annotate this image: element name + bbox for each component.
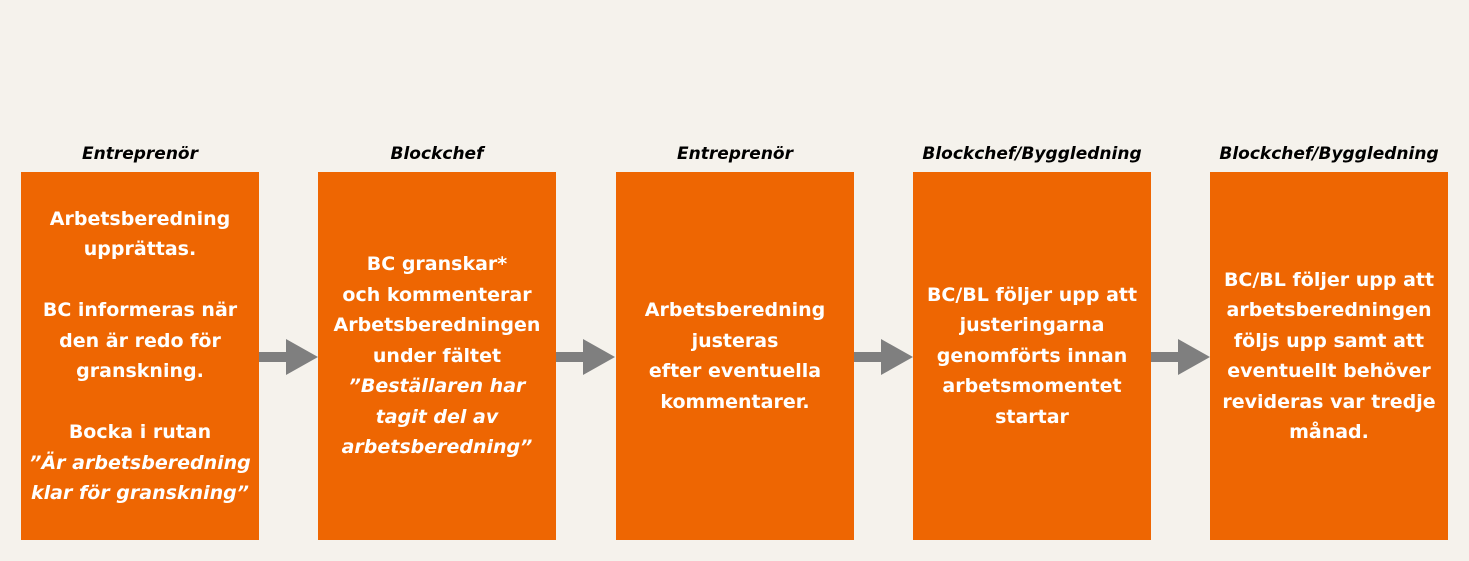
step-1-role-label: Entreprenör bbox=[81, 144, 198, 164]
step-1-box: Arbetsberedning upprättas. BC informeras n… bbox=[21, 172, 259, 540]
step-4-role-label: Blockchef/Byggledning bbox=[922, 144, 1142, 164]
step-text-line: arbetsberedning” bbox=[341, 436, 533, 459]
step-text-line: upprättas. bbox=[83, 238, 197, 260]
step-text-line: kommentarer. bbox=[660, 390, 810, 413]
step-text-line: BC/BL följer upp att bbox=[1223, 268, 1435, 291]
arrow-right-icon bbox=[1151, 339, 1210, 375]
step-5-box: BC/BL följer upp att arbetsberedningen föl… bbox=[1210, 172, 1448, 540]
arrow-right-icon bbox=[854, 339, 913, 375]
step-text-line: Bocka i rutan bbox=[68, 421, 212, 443]
step-text-line: följs upp samt att bbox=[1233, 329, 1425, 352]
step-text-line: eventuellt behöver bbox=[1227, 360, 1431, 382]
step-4-box: BC/BL följer upp att justeringarna genomfö… bbox=[913, 172, 1151, 540]
step-3-role-label: Entreprenör bbox=[676, 144, 793, 164]
step-text-line: revideras var tredje bbox=[1222, 390, 1436, 413]
step-text-line: justeras bbox=[691, 329, 779, 352]
step-5-role-label: Blockchef/Byggledning bbox=[1219, 144, 1439, 164]
step-text-line: efter eventuella bbox=[648, 360, 822, 382]
step-text-line: granskning. bbox=[76, 360, 204, 382]
step-text-line: BC/BL följer upp att bbox=[926, 283, 1138, 306]
step-text-line: BC informeras när bbox=[42, 299, 238, 321]
step-text-line: ”Är arbetsberedning bbox=[29, 451, 251, 474]
step-text-line: månad. bbox=[1289, 421, 1369, 443]
step-text-line: genomförts innan bbox=[936, 344, 1128, 367]
step-text-line: Arbetsberedning bbox=[49, 207, 231, 230]
step-3-box: Arbetsberedning justeras efter eventuella k… bbox=[616, 172, 854, 540]
step-text-line: och kommenterar bbox=[342, 283, 532, 306]
arrow-right-icon bbox=[556, 339, 615, 375]
step-text-line: arbetsmomentet bbox=[942, 375, 1122, 398]
step-text-line: tagit del av bbox=[375, 405, 499, 428]
step-text-line: under fältet bbox=[372, 344, 502, 367]
step-text-line: Arbetsberedningen bbox=[333, 314, 541, 337]
arrow-right-icon bbox=[259, 339, 318, 375]
step-2-role-label: Blockchef bbox=[390, 144, 484, 164]
step-text-line: klar för granskning” bbox=[31, 482, 249, 504]
step-text-line: Arbetsberedning bbox=[644, 299, 826, 321]
step-text-line: ”Beställaren har bbox=[348, 375, 526, 398]
step-text-line: arbetsberedningen bbox=[1226, 299, 1432, 321]
step-text-line: justeringarna bbox=[959, 314, 1105, 337]
step-text-line: den är redo för bbox=[59, 329, 221, 352]
step-text-line: startar bbox=[995, 405, 1069, 428]
step-text-line: BC granskar* bbox=[366, 253, 508, 276]
